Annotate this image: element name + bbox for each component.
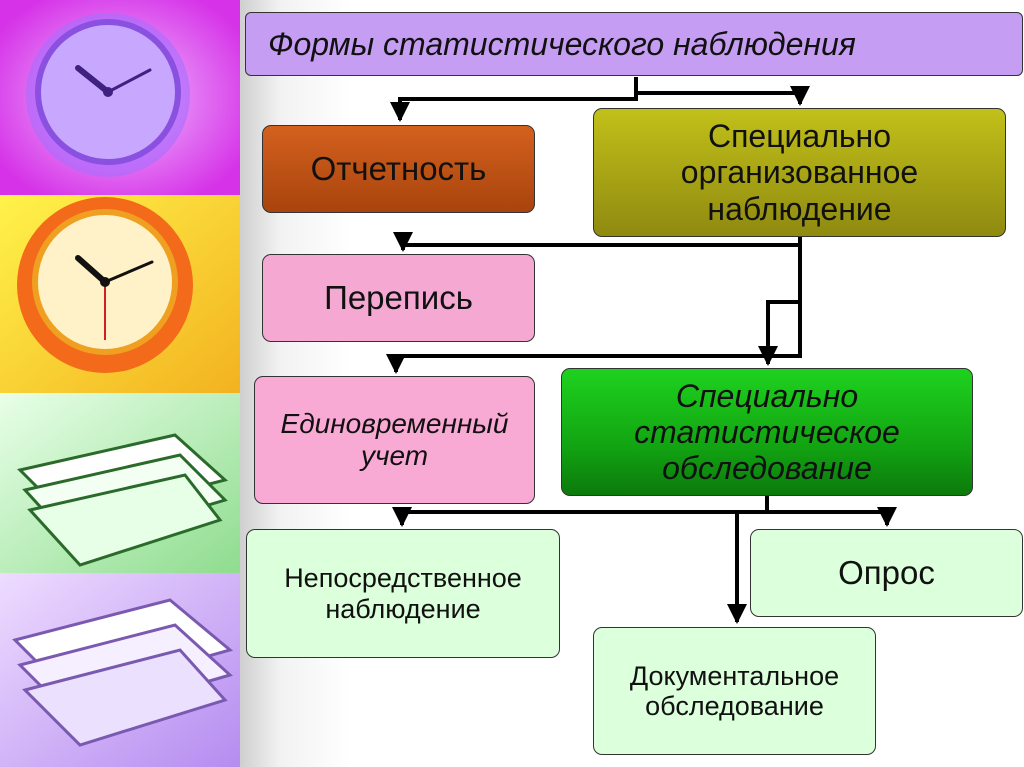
node-one-time-record-label: Единовременный учет — [280, 408, 509, 471]
edge-special-stat-survey — [767, 507, 897, 527]
clock-purple-icon — [0, 0, 240, 195]
paper-stack-green-icon — [0, 393, 240, 573]
node-special-statistical: Специально статистическое обследование — [561, 368, 973, 496]
diagram-title-box: Формы статистического наблюдения — [245, 12, 1023, 76]
node-special-organized: Специально организованное наблюдение — [593, 108, 1006, 237]
node-reporting-label: Отчетность — [310, 150, 487, 188]
node-direct-observation-label: Непосредственное наблюдение — [284, 563, 522, 624]
node-survey-label: Опрос — [838, 554, 935, 592]
node-special-organized-label: Специально организованное наблюдение — [680, 118, 919, 227]
edge-title-reporting — [390, 77, 638, 122]
edge-title-special-org — [636, 86, 810, 106]
node-special-statistical-label: Специально статистическое обследование — [634, 377, 900, 487]
node-direct-observation: Непосредственное наблюдение — [246, 529, 560, 658]
paper-stack-violet-icon — [0, 573, 240, 767]
node-documentary-label: Документальное обследование — [629, 660, 840, 722]
decorative-image-strip — [0, 0, 240, 767]
node-survey: Опрос — [750, 529, 1023, 617]
node-census: Перепись — [262, 254, 535, 342]
node-reporting: Отчетность — [262, 125, 535, 213]
clock-orange-icon — [0, 195, 240, 393]
edge-special-org-census — [393, 232, 802, 252]
diagram-title: Формы статистического наблюдения — [268, 25, 856, 62]
edge-special-org-special-stat — [758, 300, 800, 366]
node-documentary: Документальное обследование — [593, 627, 876, 755]
edge-special-stat-direct — [392, 496, 769, 527]
node-one-time-record: Единовременный учет — [254, 376, 535, 504]
node-census-label: Перепись — [324, 279, 473, 317]
